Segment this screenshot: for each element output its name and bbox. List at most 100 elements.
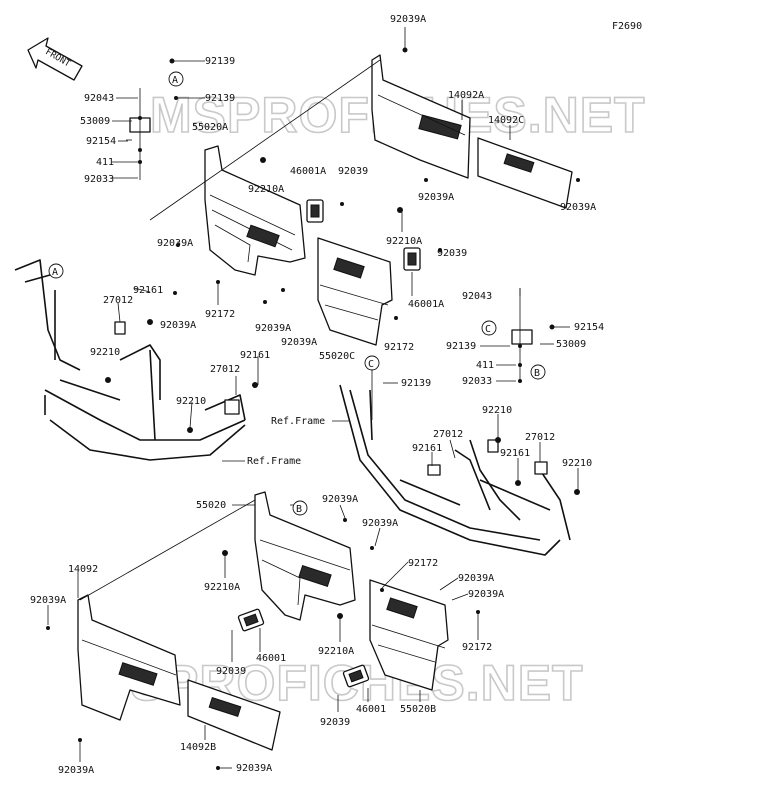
part-label: 92039 xyxy=(338,166,368,177)
part-label: 92161 xyxy=(133,285,163,296)
part-label: 92039 xyxy=(320,717,350,728)
part-label: 92039A xyxy=(560,202,596,213)
callout-B-door: B xyxy=(292,500,308,516)
part-label: 92039A xyxy=(458,573,494,584)
part-label: 92039A xyxy=(255,323,291,334)
latch-46001-bottom-right xyxy=(342,664,370,688)
part-label: 92172 xyxy=(462,642,492,653)
part-label: 92172 xyxy=(205,309,235,320)
part-label: 53009 xyxy=(80,116,110,127)
door-panel-55020 xyxy=(254,491,356,621)
figure-code: F2690 xyxy=(612,21,642,32)
part-label: 92210A xyxy=(204,582,240,593)
door-panel-55020C xyxy=(317,237,393,346)
part-label: 92039A xyxy=(281,337,317,348)
part-label: 92039A xyxy=(160,320,196,331)
latch-46001-bottom-left xyxy=(237,608,265,632)
part-label: 92139 xyxy=(205,93,235,104)
panel-14092B xyxy=(187,679,281,751)
part-label: 14092A xyxy=(448,90,484,101)
part-label: 14092 xyxy=(68,564,98,575)
part-label: 92210 xyxy=(176,396,206,407)
panel-14092A xyxy=(371,54,471,179)
callout-B-right: B xyxy=(530,364,546,380)
part-label: 46001 xyxy=(256,653,286,664)
latch-46001A-top xyxy=(306,199,324,223)
part-label: 92161 xyxy=(500,448,530,459)
part-label: 55020A xyxy=(192,122,228,133)
svg-text:B: B xyxy=(296,504,302,515)
part-label: 46001A xyxy=(408,299,444,310)
part-label: 92033 xyxy=(462,376,492,387)
part-label: 411 xyxy=(96,157,114,168)
part-label: 92039 xyxy=(437,248,467,259)
part-label: 55020C xyxy=(319,351,355,362)
part-label: 92161 xyxy=(412,443,442,454)
hinge-bracket-right xyxy=(511,288,555,383)
panel-14092C xyxy=(477,137,573,209)
part-label: 92172 xyxy=(408,558,438,569)
svg-text:C: C xyxy=(368,359,374,370)
part-label: 92039A xyxy=(58,765,94,776)
leader-lines xyxy=(47,27,579,769)
part-label: 14092C xyxy=(488,115,524,126)
part-label: 92043 xyxy=(462,291,492,302)
frame-right xyxy=(339,384,571,556)
part-label: 92039A xyxy=(157,238,193,249)
hinge-bracket-left xyxy=(126,58,178,180)
part-label: 92039 xyxy=(216,666,246,677)
svg-text:A: A xyxy=(52,267,58,278)
part-label: 92039A xyxy=(468,589,504,600)
part-label: 92154 xyxy=(574,322,604,333)
callout-C-right: C xyxy=(481,320,497,336)
part-label: 55020B xyxy=(400,704,436,715)
part-label: 53009 xyxy=(556,339,586,350)
part-label: 27012 xyxy=(433,429,463,440)
part-label: 14092B xyxy=(180,742,216,753)
part-label: 92139 xyxy=(205,56,235,67)
part-label: 27012 xyxy=(103,295,133,306)
part-label: 46001 xyxy=(356,704,386,715)
part-label: 92210 xyxy=(482,405,512,416)
part-label: 411 xyxy=(476,360,494,371)
part-label: 92172 xyxy=(384,342,414,353)
frame-left xyxy=(14,259,246,461)
svg-text:C: C xyxy=(485,324,491,335)
part-label: 92210 xyxy=(562,458,592,469)
part-label: 92210A xyxy=(318,646,354,657)
part-label: 92039A xyxy=(236,763,272,774)
part-label: 92039A xyxy=(362,518,398,529)
door-panel-55020B xyxy=(369,579,449,691)
part-label: 27012 xyxy=(210,364,240,375)
callout-A-frame: A xyxy=(48,263,64,279)
part-label: 92210 xyxy=(90,347,120,358)
part-label: 46001A xyxy=(290,166,326,177)
ref-frame-label-left: Ref.Frame xyxy=(247,456,301,467)
callout-C-frame: C xyxy=(364,355,380,371)
part-label: 92039A xyxy=(390,14,426,25)
callout-A-top: A xyxy=(168,71,184,87)
panel-14092 xyxy=(77,594,181,721)
front-arrow-icon: FRONT xyxy=(27,37,83,81)
part-label: 92043 xyxy=(84,93,114,104)
part-label: 92033 xyxy=(84,174,114,185)
part-label: 92039A xyxy=(418,192,454,203)
part-label: 92210A xyxy=(248,184,284,195)
part-label: 92139 xyxy=(446,341,476,352)
part-label: 92039A xyxy=(30,595,66,606)
part-label: 27012 xyxy=(525,432,555,443)
part-label: 92210A xyxy=(386,236,422,247)
latch-46001A-mid xyxy=(403,247,421,271)
door-panel-55020A xyxy=(204,145,306,276)
part-label: 92161 xyxy=(240,350,270,361)
svg-text:A: A xyxy=(172,75,178,86)
ref-frame-label-right: Ref.Frame xyxy=(271,416,325,427)
part-labels: 92039A 92139 92139 92043 53009 92154 411… xyxy=(30,14,604,776)
part-label: 92039A xyxy=(322,494,358,505)
part-label: 92139 xyxy=(401,378,431,389)
part-label: 92154 xyxy=(86,136,116,147)
svg-text:B: B xyxy=(534,368,540,379)
part-label: 55020 xyxy=(196,500,226,511)
